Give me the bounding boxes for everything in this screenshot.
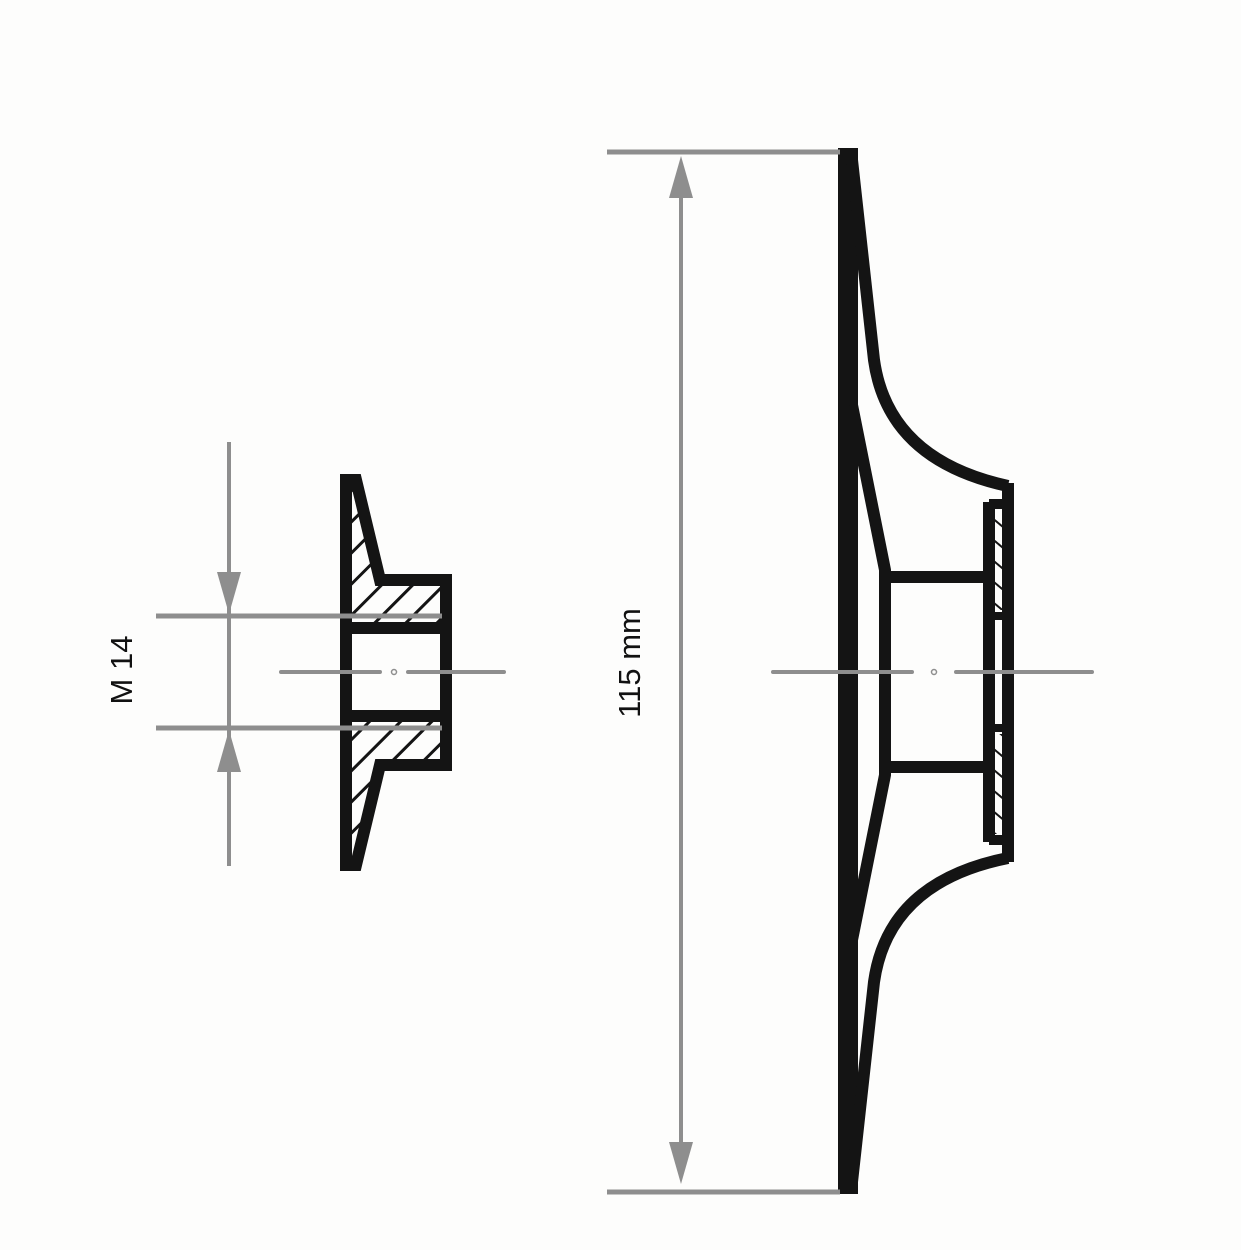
- thread-size-label: M 14: [104, 635, 139, 705]
- diameter-label: 115 mm: [612, 608, 647, 718]
- thread-hatch-bottom: [995, 734, 1003, 834]
- small-flange: [340, 474, 452, 871]
- diameter-dimension: [607, 149, 1094, 1195]
- m14-dimension: [156, 442, 506, 866]
- thread-hatch-top: [995, 510, 1003, 610]
